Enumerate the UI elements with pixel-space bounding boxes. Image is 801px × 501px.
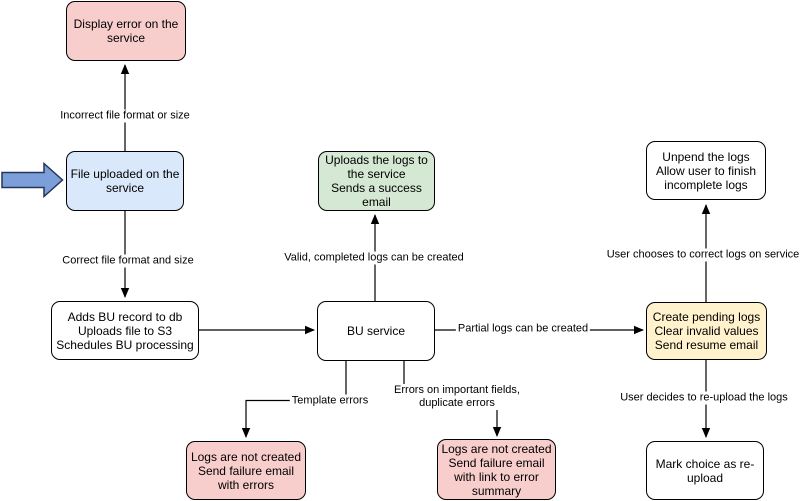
- node-upload-success[interactable]: Uploads the logs to the service Sends a …: [318, 151, 435, 211]
- edge-label-decide-reupload[interactable]: User decides to re-upload the logs: [618, 391, 790, 405]
- node-create-pending[interactable]: Create pending logs Clear invalid values…: [646, 302, 767, 360]
- start-arrow-icon[interactable]: [1, 161, 64, 199]
- edge-label-partial-logs[interactable]: Partial logs can be created: [455, 322, 591, 336]
- edge-label-incorrect-format[interactable]: Incorrect file format or size: [58, 109, 192, 123]
- node-file-uploaded[interactable]: File uploaded on the service: [66, 151, 184, 211]
- node-mark-reupload[interactable]: Mark choice as re- upload: [646, 441, 764, 500]
- edge-label-valid-logs[interactable]: Valid, completed logs can be created: [282, 251, 466, 265]
- node-fail-summary[interactable]: Logs are not created Send failure email …: [437, 439, 556, 500]
- node-display-error[interactable]: Display error on the service: [66, 1, 186, 61]
- node-adds-bu-record[interactable]: Adds BU record to db Uploads file to S3 …: [51, 301, 199, 360]
- edge-label-template-errors[interactable]: Template errors: [289, 394, 371, 408]
- node-unpend-logs[interactable]: Unpend the logs Allow user to finish inc…: [646, 141, 766, 200]
- edge-label-correct-format[interactable]: Correct file format and size: [60, 254, 196, 268]
- edge-label-important-errors[interactable]: Errors on important fields, duplicate er…: [392, 384, 522, 410]
- edge-label-choose-correct[interactable]: User chooses to correct logs on service: [604, 248, 801, 262]
- node-fail-errors[interactable]: Logs are not created Send failure email …: [186, 441, 306, 500]
- node-bu-service[interactable]: BU service: [317, 301, 435, 361]
